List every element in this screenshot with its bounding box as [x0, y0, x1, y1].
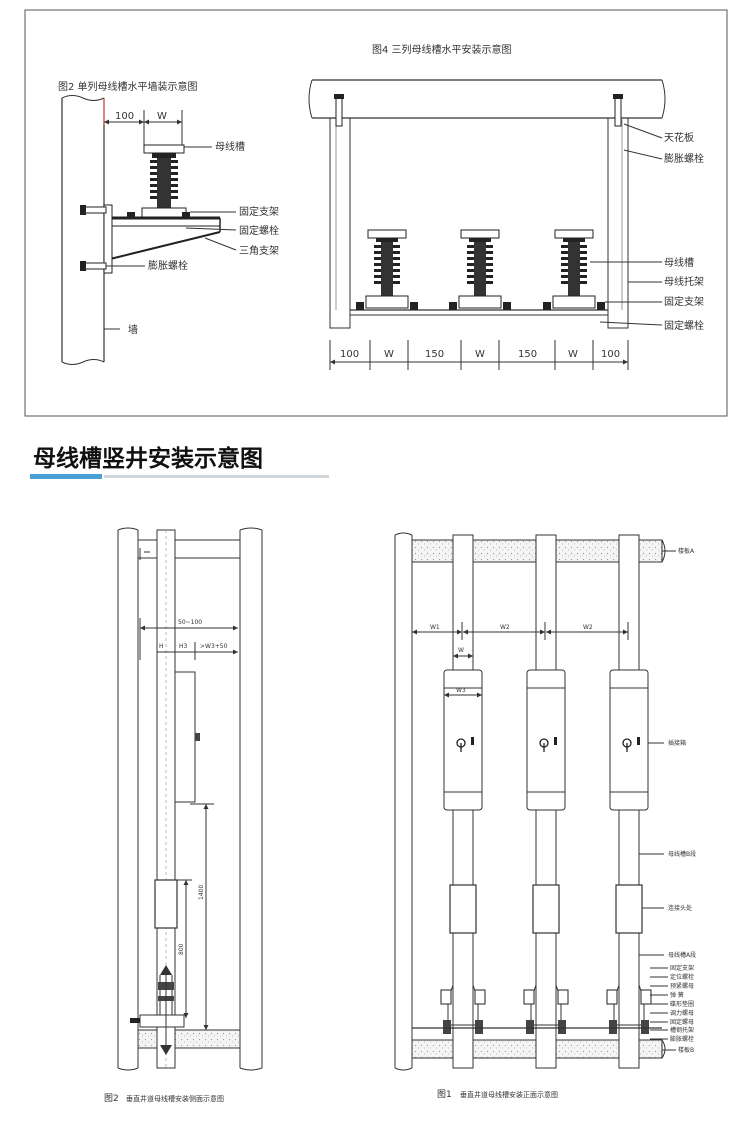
fig4-title: 图4 三列母线槽水平安装示意图	[372, 43, 512, 56]
front-dim-w1: W1	[430, 624, 440, 631]
front-dim-w: W	[458, 647, 464, 654]
fig2-dim-100: 100	[115, 111, 134, 122]
front-label-fixed-bracket: 固定支架	[670, 964, 694, 972]
fig2-label-fixed-bracket: 固定支架	[239, 205, 279, 218]
front-busway-3	[606, 534, 652, 1069]
side-dim-1400: 1400	[198, 885, 205, 900]
front-busway-1	[440, 534, 486, 1069]
fig4-three-busway-mount: 图4 三列母线槽水平安装示意图	[308, 43, 704, 370]
front-label-joint: 连接头处	[668, 904, 692, 912]
fig4-dim-4: 150	[518, 349, 537, 360]
fig2-label-expansion-bolt: 膨胀螺栓	[148, 259, 188, 272]
front-label-adjust-nut: 调力螺母	[670, 1009, 694, 1017]
side-dim-50-100: 50~100	[178, 619, 202, 626]
side-caption-text: 垂直井道母线槽安装侧面示意图	[126, 1094, 224, 1103]
front-label-floor-a: 楼板A	[678, 547, 695, 555]
fig4-label-fixed-bracket: 固定支架	[664, 295, 704, 308]
fig4-busway-3	[543, 229, 605, 310]
front-busway-2	[523, 534, 569, 1069]
side-dim-w3-50: >W3+50	[200, 643, 228, 650]
fig2-label-triangle-bracket: 三角支架	[239, 245, 279, 257]
front-label-channel-tray: 槽钢托架	[670, 1026, 694, 1034]
fig4-dim-6: 100	[601, 349, 620, 360]
front-label-plugin-box: 插接箱	[668, 739, 686, 747]
fig4-label-expansion-bolt: 膨胀螺栓	[664, 152, 704, 165]
front-label-seg-a: 母线槽A段	[668, 951, 696, 959]
side-dim-800: 800	[178, 943, 185, 955]
front-view-diagram: W1 W2 W2 W W3 楼板A 插接箱 母线槽B段 连接头处 母线槽A段 固…	[394, 532, 696, 1100]
front-label-expansion-bolt: 膨胀螺栓	[670, 1035, 694, 1043]
side-caption-num: 图2	[104, 1093, 119, 1104]
front-label-pretension-nut: 预紧螺母	[670, 982, 694, 990]
top-panel-frame	[24, 9, 728, 417]
fig2-single-wall-mount: 图2 单列母线槽水平墙装示意图 100 W	[58, 80, 279, 365]
fig4-dim-5: W	[568, 349, 578, 360]
fig2-label-wall: 墙	[128, 323, 138, 336]
front-caption-num: 图1	[437, 1089, 452, 1100]
front-label-floor-b: 楼板B	[678, 1046, 694, 1054]
fig4-busway-1	[356, 229, 418, 310]
front-label-special-washer: 碟形垫圈	[670, 1000, 694, 1008]
side-dim-h3: H3	[179, 643, 188, 650]
front-dim-w2-a: W2	[500, 624, 510, 631]
section-heading: 母线槽竖井安装示意图	[30, 445, 329, 479]
fig4-label-busway-tray: 母线托架	[664, 275, 704, 288]
fig4-label-ceiling: 天花板	[664, 131, 694, 144]
fig2-dim-w: W	[157, 111, 167, 122]
fig2-title: 图2 单列母线槽水平墙装示意图	[58, 80, 198, 93]
front-dim-w3: W3	[456, 687, 466, 694]
side-dim-h: H	[159, 643, 164, 650]
front-caption-text: 垂直井道母线槽安装正面示意图	[460, 1090, 558, 1099]
fig4-dim-0: 100	[340, 349, 359, 360]
side-view-diagram: 50~100 H H3 >W3+50 1400 800 图2 垂直井道母线槽安装…	[104, 527, 263, 1104]
fig4-dim-2: 150	[425, 349, 444, 360]
front-label-locating-bolt: 定位螺栓	[670, 973, 694, 981]
fig4-dimension-row	[329, 340, 629, 370]
front-label-fixed-nut: 固定螺母	[670, 1018, 694, 1026]
fig4-dim-1: W	[384, 349, 394, 360]
fig4-busway-2	[449, 229, 511, 310]
fig2-label-fixed-bolt: 固定螺栓	[239, 224, 279, 237]
fig4-dim-3: W	[475, 349, 485, 360]
front-label-seg-b: 母线槽B段	[668, 850, 696, 858]
front-dim-w2-b: W2	[583, 624, 593, 631]
front-label-spring: 弹 簧	[670, 991, 684, 999]
fig2-label-busway: 母线槽	[215, 140, 245, 153]
section-title: 母线槽竖井安装示意图	[33, 445, 263, 472]
fig4-label-fixed-bolt: 固定螺栓	[664, 319, 704, 332]
fig4-label-busway: 母线槽	[664, 256, 694, 269]
